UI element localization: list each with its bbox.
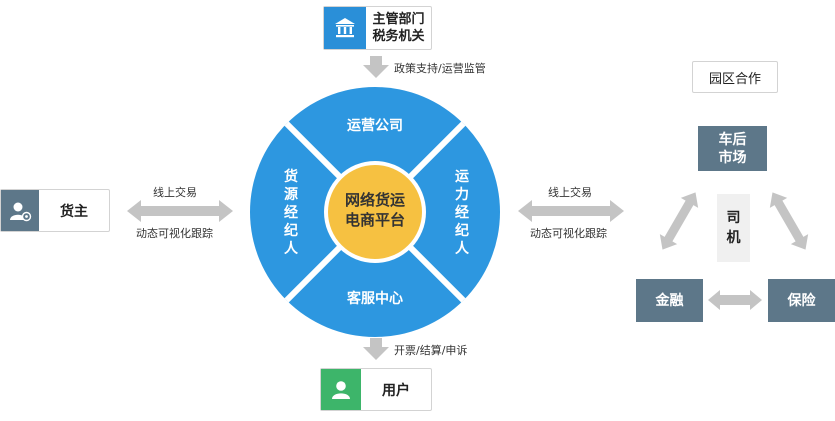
driver-tile: 司 机: [717, 194, 750, 262]
wheel-left-segment: 货 源 经 纪 人: [281, 168, 301, 258]
wheel-top-segment: 运营公司: [347, 118, 403, 134]
shipper-node: 货主: [0, 189, 110, 232]
wheel-left-char: 经: [284, 205, 298, 221]
wheel-center-line2: 电商平台: [344, 211, 405, 229]
driver-char: 机: [726, 230, 741, 246]
right-arrow-top-label: 线上交易: [548, 186, 592, 199]
insurance-label: 保险: [787, 292, 816, 309]
wheel-left-char: 源: [284, 187, 298, 203]
wheel-left-char: 人: [284, 241, 298, 257]
top-down-arrow: [363, 56, 389, 78]
wheel-center-text: 网络货运 电商平台: [328, 190, 422, 230]
car-market-line2: 市场: [718, 149, 747, 166]
wheel-right-char: 运: [455, 169, 469, 185]
finance-insurance-arrow: [708, 290, 762, 310]
car-finance-arrow: [659, 192, 699, 250]
user-shield-icon: [1, 190, 39, 231]
user-node: 用户: [320, 368, 432, 411]
insurance-tile: 保险: [768, 279, 835, 322]
left-arrow-top-label: 线上交易: [153, 186, 197, 199]
wheel-center-line1: 网络货运: [344, 191, 405, 209]
wheel-right-char: 人: [455, 241, 469, 257]
left-double-arrow: [127, 200, 233, 222]
finance-label: 金融: [655, 292, 684, 309]
wheel-center: [328, 165, 422, 259]
park-title: 园区合作: [708, 71, 761, 87]
top-arrow-label: 政策支持/运营监管: [394, 62, 486, 75]
bottom-down-arrow: [363, 338, 389, 360]
wheel-left-char: 货: [284, 169, 298, 185]
driver-char: 司: [726, 210, 741, 226]
wheel-bottom-segment: 客服中心: [347, 291, 403, 307]
shipper-label: 货主: [60, 203, 88, 220]
car-market-tile: 车后 市场: [698, 126, 767, 171]
user-icon: [321, 369, 361, 410]
platform-wheel: [250, 87, 500, 337]
user-label: 用户: [382, 382, 410, 399]
car-insurance-arrow: [769, 192, 809, 250]
bottom-arrow-label: 开票/结算/申诉: [394, 344, 468, 357]
car-market-line1: 车后: [718, 131, 747, 148]
wheel-right-char: 力: [455, 187, 469, 203]
wheel-right-segment: 运 力 经 纪 人: [452, 168, 472, 258]
right-double-arrow: [518, 200, 624, 222]
park-title-box: 园区合作: [692, 61, 778, 93]
tax-authority-node: 主管部门 税务机关: [323, 6, 432, 50]
bank-icon: [324, 7, 366, 49]
tax-authority-line1: 主管部门: [372, 12, 425, 27]
right-arrow-bottom-label: 动态可视化跟踪: [530, 227, 607, 240]
tax-authority-line2: 税务机关: [372, 29, 425, 44]
wheel-right-char: 纪: [455, 223, 469, 239]
wheel-right-char: 经: [455, 205, 469, 221]
finance-tile: 金融: [636, 279, 703, 322]
wheel-left-char: 纪: [284, 223, 298, 239]
left-arrow-bottom-label: 动态可视化跟踪: [136, 227, 213, 240]
